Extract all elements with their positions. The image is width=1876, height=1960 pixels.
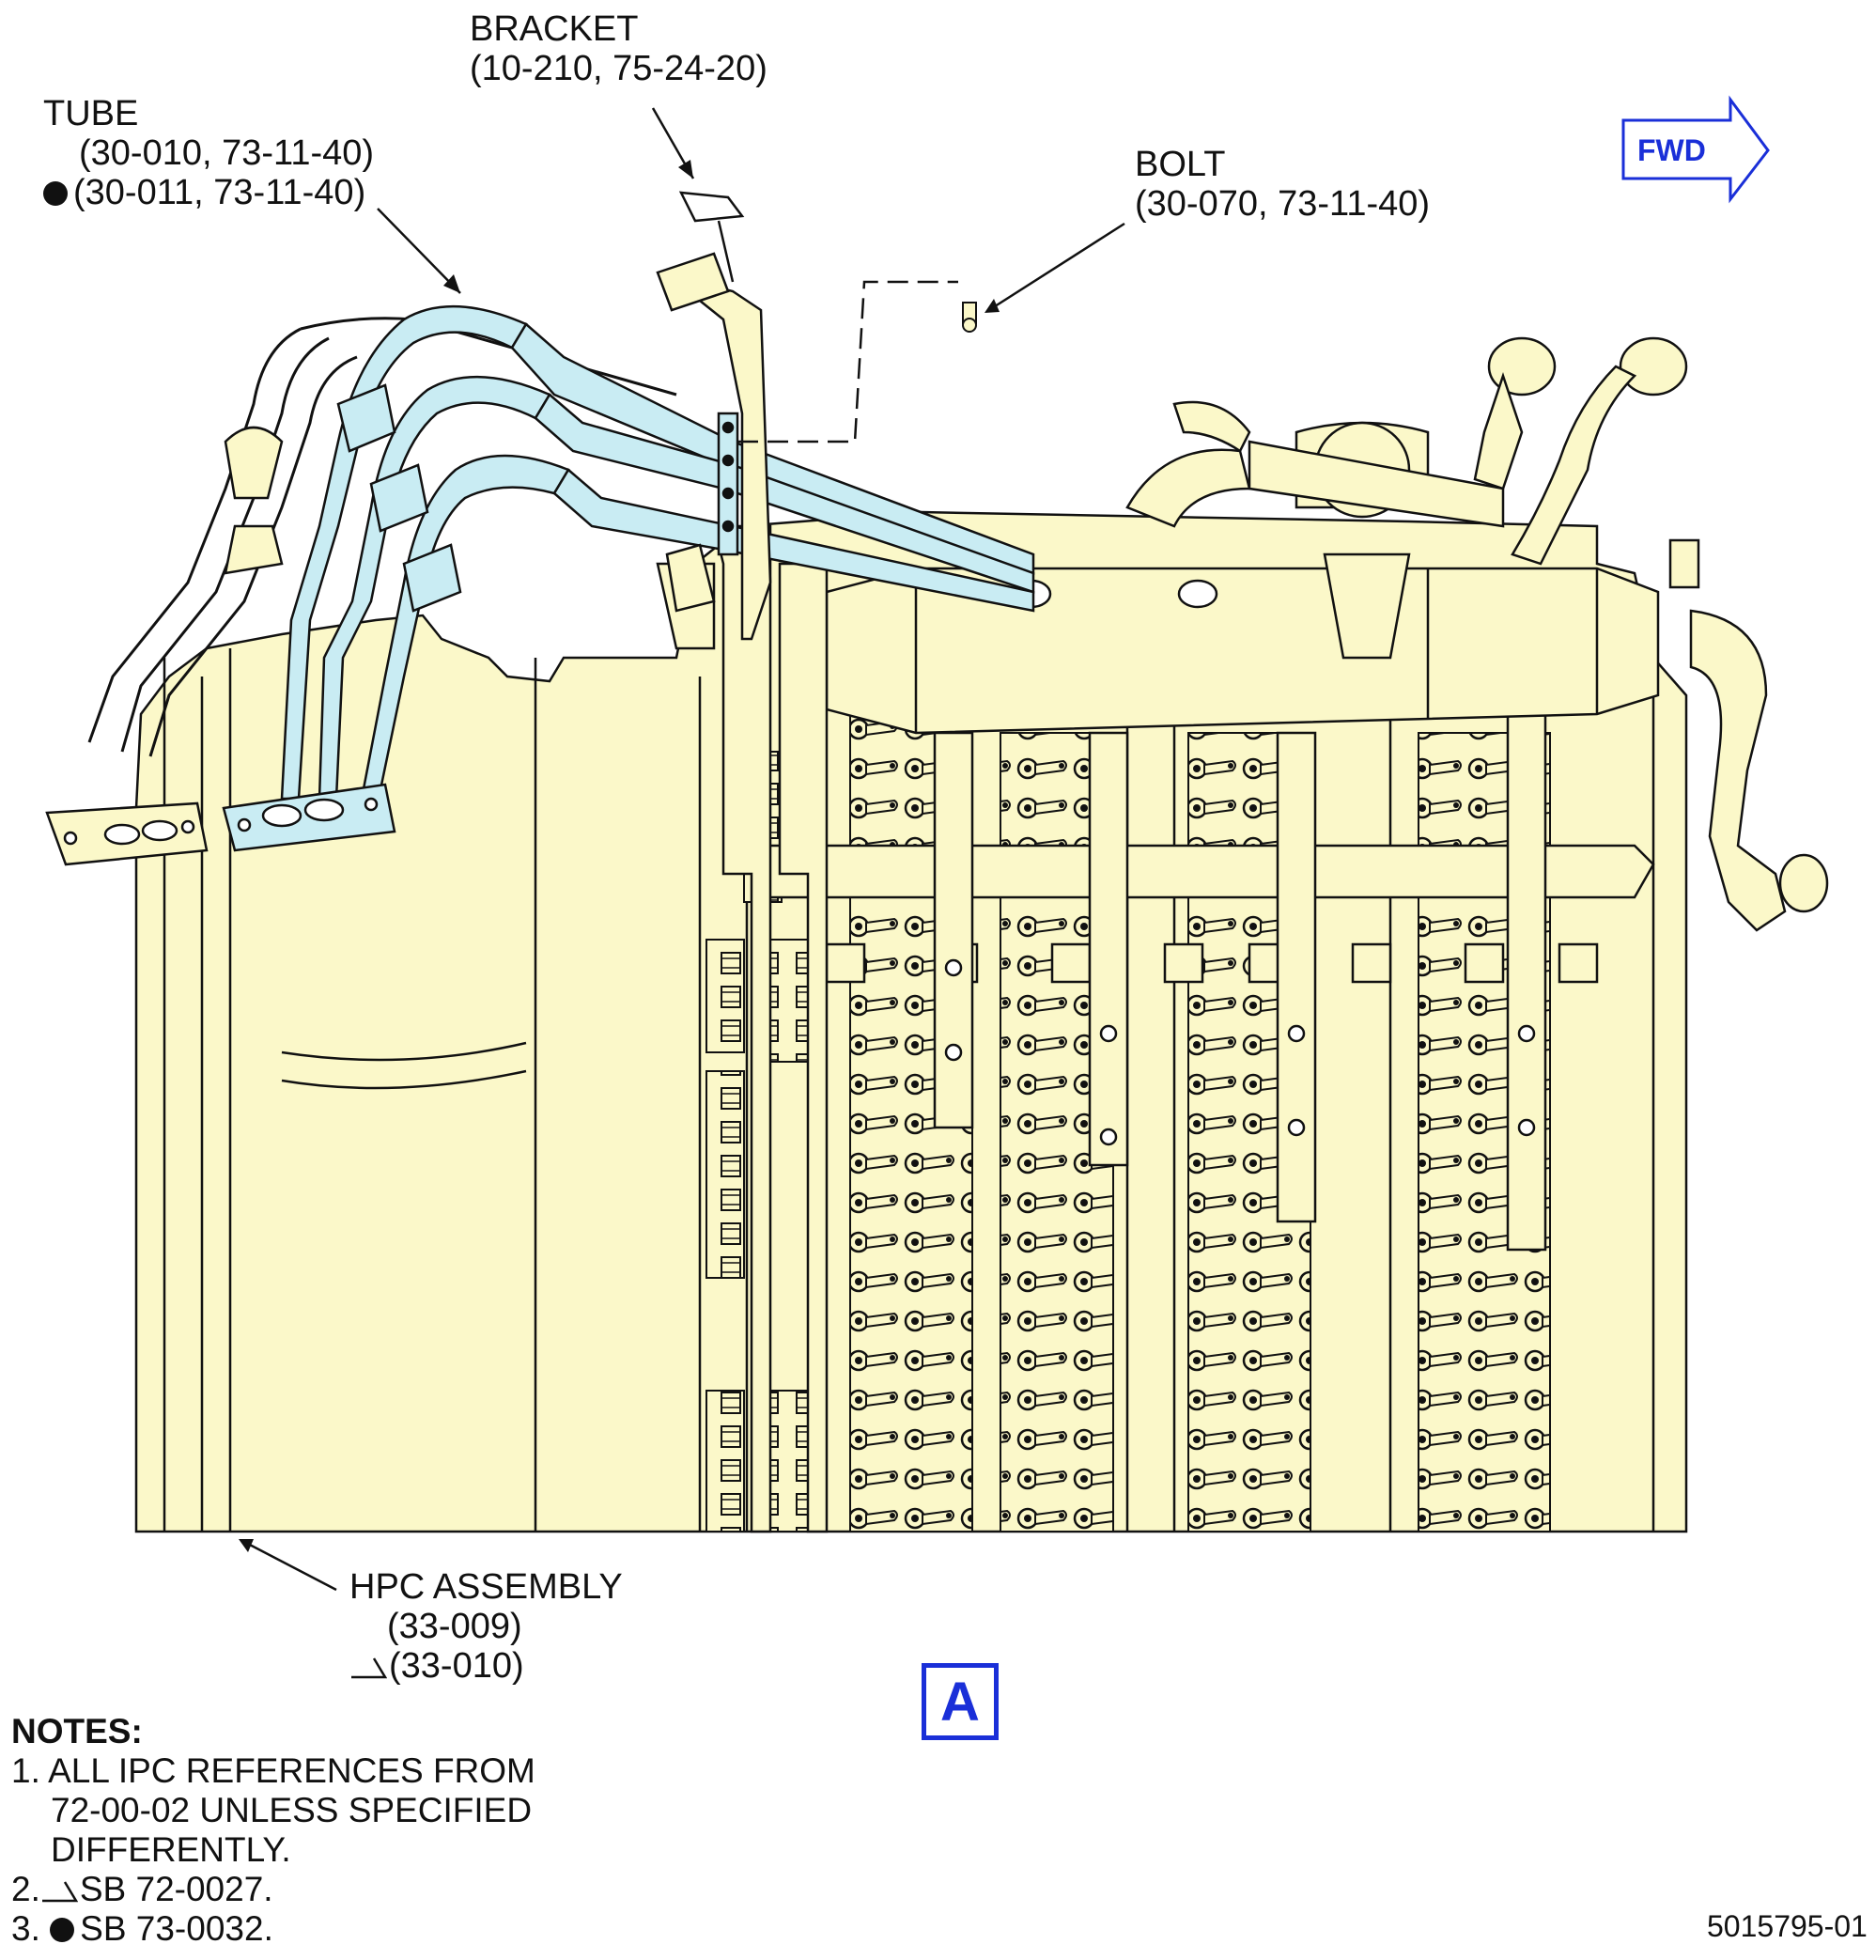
note-2: 2. SB 72-0027. <box>11 1870 535 1909</box>
note-3-number: 3. <box>11 1909 40 1948</box>
tube-ref-2: (30-011, 73-11-40) <box>73 173 366 212</box>
view-label-box: A <box>922 1663 999 1740</box>
sb-triangle-icon <box>351 1657 387 1679</box>
bolt-label: BOLT <box>1135 145 1226 184</box>
bolt-part <box>962 302 977 333</box>
note-2-text: SB 72-0027. <box>79 1870 273 1908</box>
note-1-line-3: DIFFERENTLY. <box>51 1830 291 1869</box>
note-2-number: 2. <box>11 1870 40 1908</box>
bolt-dashed-leader <box>737 280 958 443</box>
note-3-text: SB 73-0032. <box>80 1909 273 1948</box>
tube-label: TUBE <box>43 94 139 133</box>
hpc-ref-2: (33-010) <box>389 1646 524 1686</box>
left-tube-fittings <box>45 426 284 866</box>
fwd-arrow-shape <box>1621 95 1770 204</box>
bracket <box>656 191 772 641</box>
leader-arrowheads <box>239 160 1000 1552</box>
sb-dot-icon <box>43 181 68 206</box>
note-1-line-1: 1. ALL IPC REFERENCES FROM <box>11 1751 535 1790</box>
bracket-ref: (10-210, 75-24-20) <box>470 49 767 88</box>
notes-block: NOTES: 1. ALL IPC REFERENCES FROM 72-00-… <box>11 1712 535 1949</box>
top-right-components <box>1125 336 1829 932</box>
tube-ref-1: (30-010, 73-11-40) <box>79 133 375 173</box>
bracket-label: BRACKET <box>470 9 639 49</box>
bracket-callout: BRACKET (10-210, 75-24-20) <box>470 9 767 88</box>
hpc-label: HPC ASSEMBLY <box>349 1567 623 1607</box>
sb-dot-icon <box>50 1918 75 1942</box>
view-label: A <box>940 1671 980 1733</box>
highlighted-tubes <box>222 305 1035 852</box>
hpc-callout: HPC ASSEMBLY (33-009) (33-010) <box>349 1567 623 1686</box>
bolt-ref: (30-070, 73-11-40) <box>1135 184 1431 224</box>
actuator-housing <box>825 538 1700 735</box>
sb-triangle-icon <box>41 1881 78 1903</box>
notes-heading: NOTES: <box>11 1712 143 1750</box>
hpc-ref-1: (33-009) <box>387 1607 522 1646</box>
note-1-line-2: 72-00-02 UNLESS SPECIFIED <box>51 1791 533 1829</box>
actuator-rods <box>933 712 1547 1252</box>
figure-number: 5015795-01 <box>1707 1909 1868 1943</box>
tube-callout: TUBE (30-010, 73-11-40) (30-011, 73-11-4… <box>43 94 374 212</box>
bolt-callout: BOLT (30-070, 73-11-40) <box>1135 145 1430 224</box>
note-3: 3. SB 73-0032. <box>11 1909 535 1949</box>
fwd-label: FWD <box>1637 133 1706 167</box>
